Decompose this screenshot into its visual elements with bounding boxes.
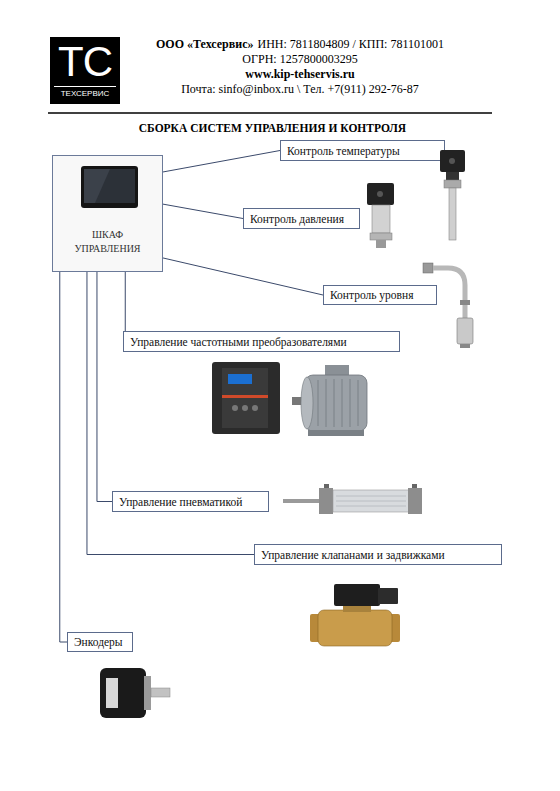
header-line: ОГРН: 1257800003295 bbox=[120, 52, 480, 67]
connector-line bbox=[163, 204, 243, 218]
page-title: СБОРКА СИСТЕМ УПРАВЛЕНИЯ И КОНТРОЛЯ bbox=[0, 122, 545, 134]
sensor-thread bbox=[376, 240, 386, 248]
sensor-hex bbox=[370, 233, 392, 240]
converter-button bbox=[252, 405, 258, 411]
converter-display bbox=[228, 374, 252, 384]
sensor-screw bbox=[377, 191, 383, 197]
company-logo: ТСТЕХСЕРВИС bbox=[50, 37, 120, 104]
sensor-stop bbox=[460, 300, 470, 305]
node-text: ШКАФ УПРАВЛЕНИЯ bbox=[68, 228, 148, 256]
motor-end-cap bbox=[301, 377, 313, 429]
converter-body bbox=[212, 362, 280, 434]
converter-button bbox=[242, 405, 248, 411]
sensor-probe bbox=[449, 188, 456, 240]
sensor-head bbox=[440, 150, 465, 172]
motor-shaft bbox=[292, 397, 307, 405]
converter-stripe bbox=[222, 395, 268, 398]
node-text: Контроль давления bbox=[250, 213, 344, 225]
motor-fins bbox=[318, 379, 358, 427]
motor-terminal-box bbox=[325, 365, 349, 378]
rotary-encoder bbox=[100, 668, 170, 718]
connector-line bbox=[125, 272, 126, 331]
valve-nut bbox=[343, 603, 371, 612]
header-text: www.kip-tehservis.ru bbox=[245, 67, 354, 81]
encoder-flange bbox=[144, 676, 151, 710]
panel-screen bbox=[84, 169, 135, 203]
solenoid-valve bbox=[310, 584, 400, 646]
cylinder-tube bbox=[333, 490, 409, 512]
level-sensor bbox=[423, 263, 473, 348]
header-text: Почта: sinfo@inbox.ru \ Тел. +7(911) 292… bbox=[181, 82, 419, 96]
sensor-head bbox=[367, 183, 394, 205]
control-cabinet: ШКАФ УПРАВЛЕНИЯ bbox=[52, 155, 163, 272]
cylinder-cap bbox=[408, 488, 422, 514]
node-text: ТЕХСЕРВИС bbox=[54, 86, 116, 98]
function-box: Управление частотными преобразователями bbox=[123, 331, 400, 352]
converter-button bbox=[232, 405, 238, 411]
valve-body bbox=[318, 610, 392, 646]
valve-port bbox=[310, 614, 324, 642]
node-text: Контроль температуры bbox=[287, 145, 400, 157]
motor-body bbox=[305, 375, 367, 431]
sensor-float bbox=[457, 318, 473, 344]
header-text: ООО «Техсервис» bbox=[156, 37, 253, 51]
connector-line bbox=[97, 272, 112, 502]
header-rule bbox=[48, 112, 492, 114]
panel-frame bbox=[81, 166, 138, 208]
sensor-fitting bbox=[423, 263, 433, 273]
valve-coil bbox=[334, 584, 380, 606]
function-box: Контроль давления bbox=[243, 208, 360, 229]
header-line: Почта: sinfo@inbox.ru \ Тел. +7(911) 292… bbox=[120, 82, 480, 97]
motor-feet bbox=[308, 430, 364, 436]
frequency-converter bbox=[212, 362, 280, 434]
header-line: www.kip-tehservis.ru bbox=[120, 67, 480, 82]
sensor-screw bbox=[449, 158, 455, 164]
node-text: Управление частотными преобразователями bbox=[130, 336, 347, 348]
encoder-body bbox=[100, 668, 146, 718]
header-text: ОГРН: 1257800003295 bbox=[242, 52, 357, 66]
cylinder-port bbox=[412, 484, 417, 488]
function-box: Управление пневматикой bbox=[112, 491, 269, 512]
node-text: Контроль уровня bbox=[330, 289, 414, 301]
function-box: Энкодеры bbox=[67, 632, 133, 652]
node-text: ТС bbox=[58, 39, 112, 85]
header-text: ИНН: 7811804809 / КПП: 781101001 bbox=[258, 37, 444, 51]
node-text: Управление пневматикой bbox=[119, 496, 242, 508]
connector-line bbox=[87, 272, 254, 555]
pressure-sensor bbox=[367, 183, 394, 248]
function-box: Контроль уровня bbox=[323, 285, 437, 305]
connector-line bbox=[163, 258, 323, 295]
header-line: ООО «Техсервис» ИНН: 7811804809 / КПП: 78… bbox=[120, 37, 480, 52]
encoder-shaft bbox=[151, 688, 170, 697]
cylinder-port bbox=[324, 484, 329, 488]
cylinder-cap bbox=[319, 488, 333, 514]
connector-line bbox=[163, 151, 280, 172]
valve-connector bbox=[378, 588, 398, 604]
cylinder-grooves bbox=[336, 496, 406, 506]
sensor-body bbox=[372, 205, 390, 233]
sensor-tube bbox=[433, 268, 465, 318]
function-box: Управление клапанами и задвижками bbox=[254, 544, 502, 565]
node-text: Управление клапанами и задвижками bbox=[261, 549, 445, 561]
electric-motor bbox=[292, 365, 367, 436]
pneumatic-cylinder bbox=[283, 484, 422, 514]
converter-panel bbox=[222, 368, 268, 428]
temperature-sensor bbox=[440, 150, 465, 240]
sensor-nut bbox=[444, 180, 461, 188]
screen-glare bbox=[84, 169, 110, 203]
connector-line bbox=[60, 272, 67, 642]
touch-panel bbox=[81, 166, 138, 208]
cylinder-rod bbox=[283, 499, 321, 503]
encoder-plate bbox=[106, 678, 118, 708]
function-box: Контроль температуры bbox=[280, 140, 445, 161]
sensor-neck bbox=[446, 172, 459, 180]
valve-port bbox=[386, 614, 400, 642]
sensor-ring bbox=[460, 344, 470, 348]
node-text: Энкодеры bbox=[74, 636, 123, 648]
